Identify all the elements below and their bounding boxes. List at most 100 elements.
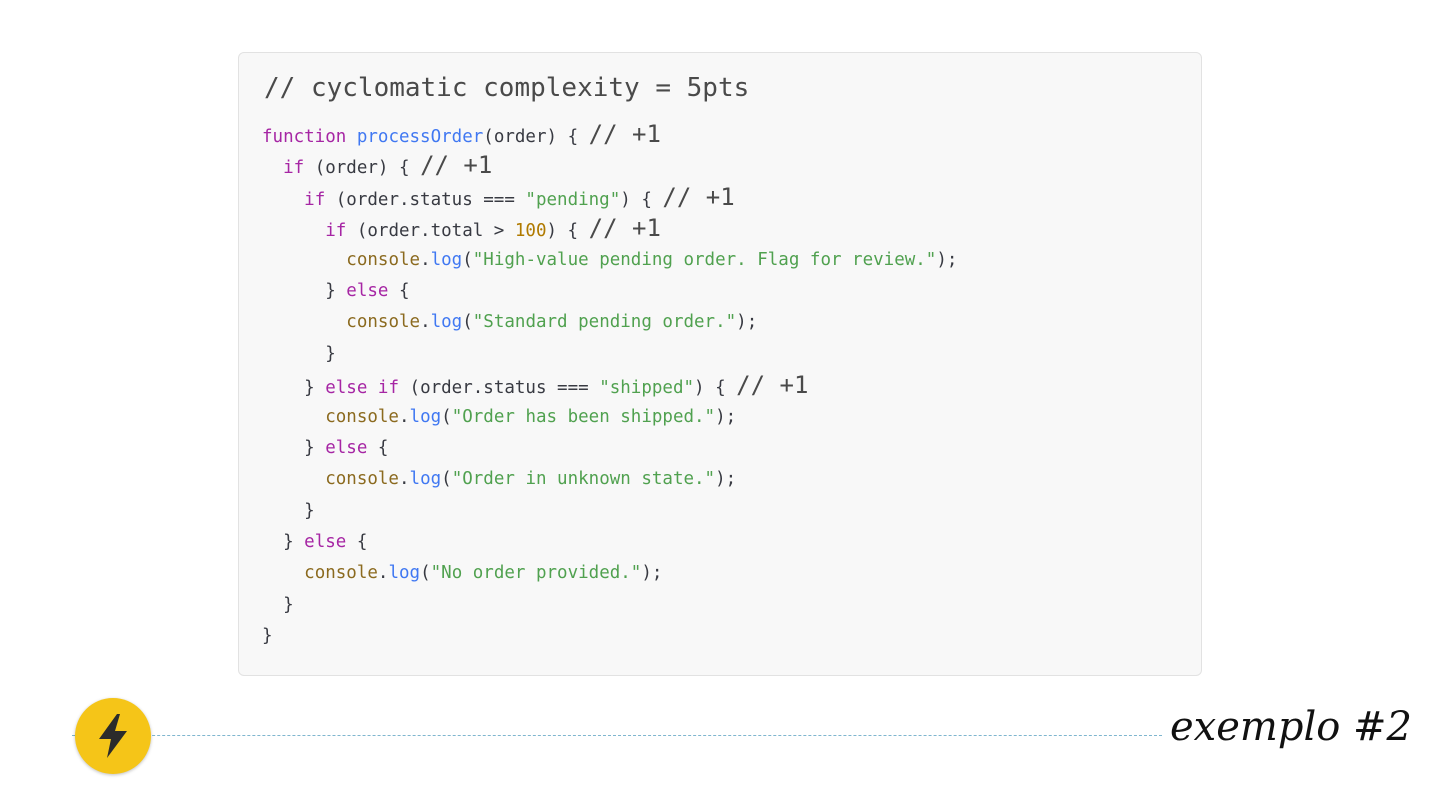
code-line-9: } else if (order.status === "shipped") {…: [262, 370, 957, 401]
function-name: processOrder: [356, 127, 484, 147]
keyword: else: [304, 532, 347, 553]
keyword: else: [325, 437, 368, 458]
code-text: (order.total >: [346, 221, 515, 242]
method-name: log: [430, 249, 463, 270]
object-name: console: [325, 469, 399, 490]
code-line-15: console.log("No order provided.");: [262, 558, 957, 589]
code-line-5: console.log("High-value pending order. F…: [262, 245, 957, 276]
indent: [262, 563, 304, 583]
code-line-4: if (order.total > 100) { // +1: [262, 213, 957, 244]
method-name: log: [388, 563, 421, 584]
keyword: if: [283, 158, 305, 179]
method-name: log: [409, 406, 442, 427]
string-literal: "pending": [525, 189, 621, 210]
object-name: console: [325, 406, 399, 427]
indent: [262, 501, 304, 521]
code-text: }: [304, 437, 326, 458]
complexity-annotation: // +1: [662, 182, 735, 211]
complexity-annotation: // +1: [736, 371, 809, 400]
footer-divider: [72, 735, 1162, 736]
code-heading: // cyclomatic complexity = 5pts: [264, 73, 750, 103]
code-text: {: [346, 532, 368, 553]
indent: [262, 344, 325, 364]
lightning-bolt-glyph: [99, 714, 127, 758]
code-text: {: [388, 280, 410, 301]
indent: [262, 158, 283, 178]
code-line-10: console.log("Order has been shipped.");: [262, 402, 957, 433]
code-text: }: [325, 280, 347, 301]
indent: [262, 250, 346, 270]
code-text: }: [283, 594, 294, 615]
code-text: (order) {: [483, 127, 589, 147]
code-text: (order.status ===: [399, 378, 600, 399]
complexity-annotation: // +1: [588, 120, 661, 148]
code-text: }: [283, 532, 305, 553]
code-text: (order.status ===: [325, 189, 526, 210]
code-line-13: }: [262, 496, 957, 527]
code-text: (: [462, 312, 473, 333]
code-text: }: [304, 500, 315, 521]
indent: [262, 190, 304, 210]
code-line-11: } else {: [262, 433, 957, 464]
code-text: .: [420, 312, 431, 333]
indent: [262, 407, 325, 427]
code-text: .: [420, 249, 431, 270]
code-text: ) {: [694, 378, 737, 399]
code-text: );: [715, 469, 737, 490]
indent: [262, 378, 304, 398]
keyword: if: [325, 221, 347, 242]
example-label: exemplo #2: [1170, 704, 1412, 750]
code-line-1: function processOrder(order) { // +1: [262, 119, 957, 150]
code-line-2: if (order) { // +1: [262, 150, 957, 181]
complexity-annotation: // +1: [588, 214, 661, 243]
code-text: .: [398, 469, 410, 490]
string-literal: "shipped": [599, 378, 695, 399]
code-line-7: console.log("Standard pending order.");: [262, 307, 957, 338]
code-line-8: }: [262, 339, 957, 370]
indent: [262, 469, 325, 489]
keyword: function: [262, 127, 347, 147]
code-line-6: } else {: [262, 276, 957, 307]
indent: [262, 532, 283, 552]
code-line-3: if (order.status === "pending") { // +1: [262, 182, 957, 213]
code-text: }: [325, 343, 336, 364]
indent: [262, 312, 346, 332]
code-text: (: [420, 563, 431, 584]
indent: [262, 281, 325, 301]
number-literal: 100: [514, 221, 547, 242]
code-card: // cyclomatic complexity = 5pts function…: [238, 52, 1202, 676]
code-line-12: console.log("Order in unknown state.");: [262, 464, 957, 495]
code-text: (: [441, 406, 452, 427]
indent: [262, 595, 283, 615]
code-line-16: }: [262, 590, 957, 621]
code-text: ) {: [546, 221, 589, 242]
code-text: (order) {: [304, 158, 421, 179]
code-block: function processOrder(order) { // +1 if …: [262, 119, 957, 653]
code-text: );: [641, 563, 663, 584]
keyword: else if: [325, 378, 399, 399]
object-name: console: [304, 563, 378, 584]
code-text: ) {: [620, 189, 663, 210]
indent: [262, 438, 304, 458]
code-text: (: [462, 249, 473, 270]
code-text: );: [715, 406, 737, 427]
code-text: (: [441, 469, 452, 490]
method-name: log: [430, 312, 463, 333]
method-name: log: [409, 469, 442, 490]
keyword: if: [304, 189, 326, 210]
code-text: .: [398, 406, 410, 427]
code-text: }: [304, 378, 326, 399]
object-name: console: [346, 249, 421, 270]
code-text: {: [367, 437, 389, 458]
keyword: else: [346, 280, 389, 301]
code-text: }: [262, 626, 273, 647]
object-name: console: [346, 312, 421, 333]
complexity-annotation: // +1: [420, 151, 493, 180]
string-literal: "Standard pending order.": [472, 312, 737, 333]
code-text: );: [936, 249, 958, 270]
string-literal: "No order provided.": [430, 563, 642, 584]
string-literal: "Order has been shipped.": [451, 406, 716, 427]
code-text: .: [377, 563, 389, 584]
string-literal: "High-value pending order. Flag for revi…: [472, 249, 937, 270]
string-literal: "Order in unknown state.": [451, 469, 716, 490]
